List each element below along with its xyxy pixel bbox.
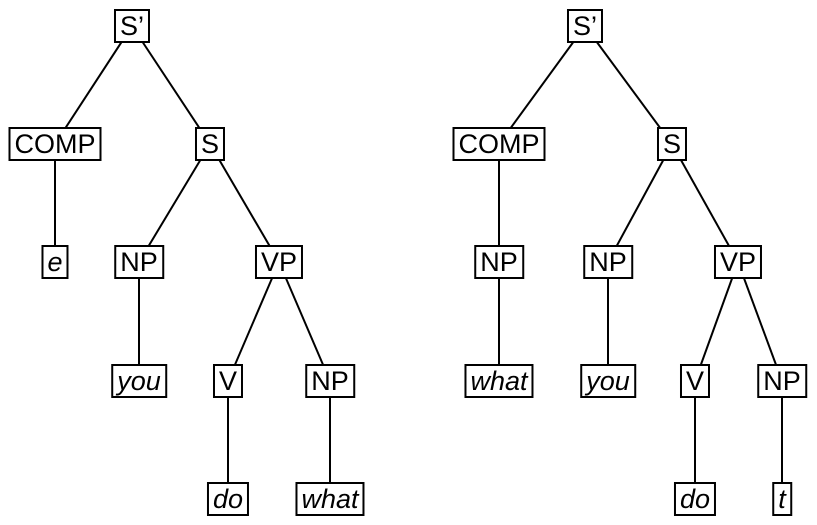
tree-right-node-t: t — [772, 482, 792, 516]
tree-right-edge-s-vp — [671, 143, 739, 263]
tree-left-edge-s-bar-comp — [54, 25, 133, 145]
tree-left-edge-s-vp — [209, 143, 280, 263]
tree-right-edge-vp-v — [694, 261, 739, 382]
tree-right-node-vp: VP — [713, 245, 763, 279]
tree-right-edge-vp-np-obj — [737, 261, 783, 382]
tree-left-node-comp: COMP — [8, 127, 102, 161]
tree-left-node-you: you — [111, 364, 167, 398]
tree-right-node-v: V — [679, 364, 711, 398]
tree-right-node-s: S — [656, 127, 688, 161]
tree-left-edge-s-bar-s — [131, 25, 211, 145]
tree-left-node-np-subj: NP — [114, 245, 164, 279]
tree-right-node-np-subj: NP — [583, 245, 633, 279]
tree-left-node-vp: VP — [254, 245, 304, 279]
tree-left-node-s-bar: S’ — [113, 9, 151, 43]
tree-right-node-what: what — [464, 364, 534, 398]
tree-right-edge-s-np-subj — [607, 143, 673, 263]
tree-right-node-np-comp: NP — [474, 245, 524, 279]
tree-left-edge-vp-v — [227, 261, 280, 382]
tree-left-edge-s-np-subj — [138, 143, 211, 263]
tree-left-node-do: do — [206, 482, 250, 516]
tree-left-node-v: V — [212, 364, 244, 398]
tree-right-node-np-obj: NP — [757, 364, 807, 398]
tree-right-node-s-bar: S’ — [566, 9, 604, 43]
tree-right-node-you: you — [580, 364, 636, 398]
tree-left-node-what: what — [295, 482, 365, 516]
tree-right-edge-s-bar-s — [584, 25, 673, 145]
tree-right-node-comp: COMP — [452, 127, 546, 161]
tree-right-node-do: do — [673, 482, 717, 516]
tree-left-edge-vp-np-obj — [278, 261, 331, 382]
tree-left-node-np-obj: NP — [305, 364, 355, 398]
tree-left-node-e: e — [41, 245, 69, 279]
tree-left-node-s: S — [194, 127, 226, 161]
tree-right-edge-s-bar-comp — [498, 25, 586, 145]
